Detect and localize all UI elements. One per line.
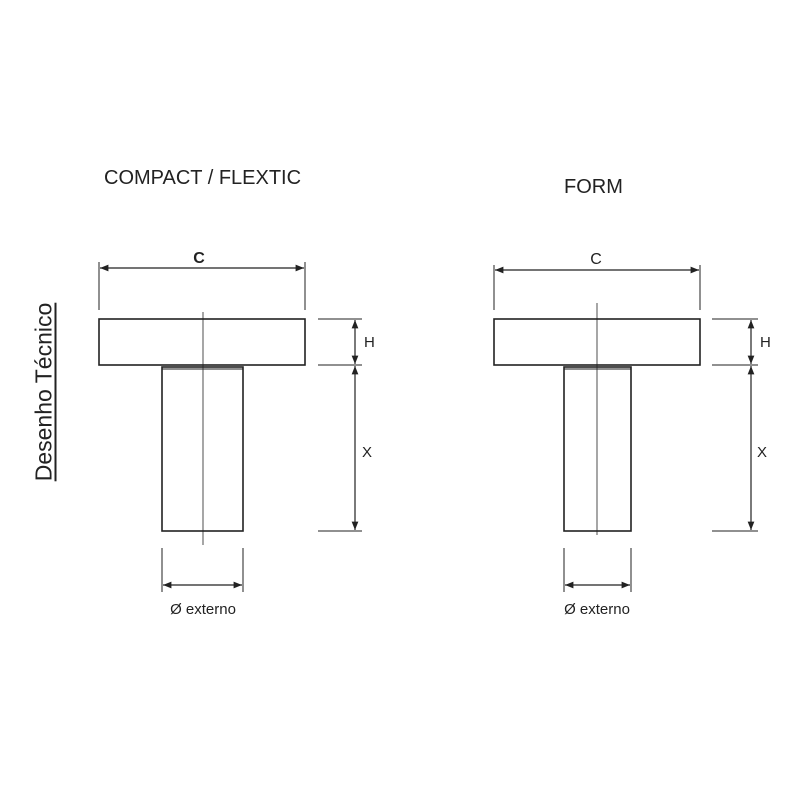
x-label: X xyxy=(362,444,372,461)
diameter-label: Ø externo xyxy=(170,601,236,618)
shaft-outline xyxy=(563,366,632,532)
form-title: FORM xyxy=(564,176,623,198)
shaft-outline xyxy=(161,366,244,532)
h-label: H xyxy=(760,334,771,351)
cap-outline xyxy=(98,318,306,366)
form-labels: C H X Ø externo xyxy=(564,251,771,618)
c-label: C xyxy=(590,251,602,268)
compact-flextic-labels: C H X Ø externo xyxy=(170,250,375,618)
compact-flextic-title: COMPACT / FLEXTIC xyxy=(104,167,302,189)
diameter-label: Ø externo xyxy=(564,601,630,618)
h-label: H xyxy=(364,334,375,351)
x-label: X xyxy=(757,444,767,461)
form-drawing xyxy=(493,265,758,592)
c-label: C xyxy=(193,250,205,267)
side-label: Desenho Técnico xyxy=(30,302,57,482)
compact-flextic-drawing xyxy=(98,262,362,592)
